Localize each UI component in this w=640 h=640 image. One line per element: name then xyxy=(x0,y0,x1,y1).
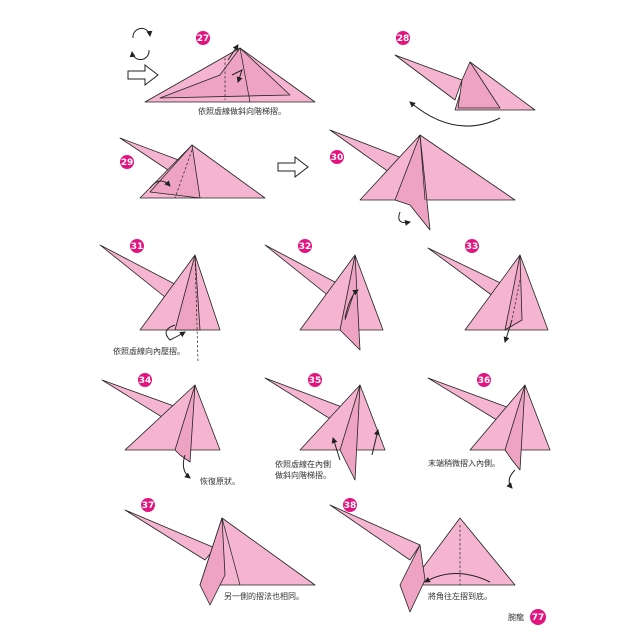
svg-text:29: 29 xyxy=(121,158,134,168)
svg-text:33: 33 xyxy=(466,242,479,252)
step-29-diagram xyxy=(119,137,266,199)
step-number-28: 28 xyxy=(396,31,410,45)
step-38-caption: 將角往左摺到底。 xyxy=(428,592,492,601)
step-34-caption: 恢復原狀。 xyxy=(200,477,240,486)
step-number-35: 35 xyxy=(308,373,322,387)
svg-text:36: 36 xyxy=(478,376,491,386)
step-27-diagram xyxy=(127,28,316,103)
hollow-arrow-icon xyxy=(277,155,309,179)
section-title: 腕龍 xyxy=(508,613,524,622)
step-31-caption: 依照虛線向內壓摺。 xyxy=(113,347,185,356)
step-32-diagram xyxy=(264,244,384,351)
step-27-caption: 依照虛線做斜向階梯摺。 xyxy=(198,107,286,116)
step-number-29: 29 xyxy=(120,155,134,169)
svg-text:31: 31 xyxy=(131,242,144,252)
step-35-caption-line1: 依照虛線在內側 xyxy=(275,460,331,469)
step-37-caption: 另一側的摺法也相同。 xyxy=(224,592,304,601)
step-number-37: 37 xyxy=(141,498,155,512)
svg-text:77: 77 xyxy=(532,613,545,623)
turn-over-icon xyxy=(129,28,153,60)
step-number-38: 38 xyxy=(343,498,357,512)
svg-text:27: 27 xyxy=(197,34,210,44)
page-number-badge: 77 xyxy=(530,609,546,625)
step-number-32: 32 xyxy=(298,239,312,253)
step-number-33: 33 xyxy=(465,239,479,253)
step-number-27: 27 xyxy=(196,31,210,45)
step-38-diagram xyxy=(329,504,516,613)
step-number-31: 31 xyxy=(130,239,144,253)
svg-text:32: 32 xyxy=(299,242,312,252)
step-33-diagram xyxy=(427,247,549,343)
step-28-diagram xyxy=(394,54,536,127)
svg-text:34: 34 xyxy=(139,376,152,386)
svg-text:35: 35 xyxy=(309,376,322,386)
hollow-arrow-icon xyxy=(127,63,159,87)
step-number-36: 36 xyxy=(477,373,491,387)
step-30-diagram xyxy=(329,129,516,231)
step-36-diagram xyxy=(427,377,551,489)
step-31-diagram xyxy=(99,244,221,363)
svg-text:28: 28 xyxy=(397,34,410,44)
step-36-caption: 末端稍微摺入內側。 xyxy=(428,459,500,468)
step-37-diagram xyxy=(124,509,316,606)
step-35-diagram xyxy=(264,377,386,481)
svg-text:30: 30 xyxy=(331,153,344,163)
step-number-34: 34 xyxy=(138,373,152,387)
step-34-diagram xyxy=(101,379,221,479)
step-number-30: 30 xyxy=(330,150,344,164)
svg-text:38: 38 xyxy=(344,501,357,511)
step-35-caption-line2: 做斜向階梯摺。 xyxy=(275,471,331,480)
svg-text:37: 37 xyxy=(142,501,155,511)
